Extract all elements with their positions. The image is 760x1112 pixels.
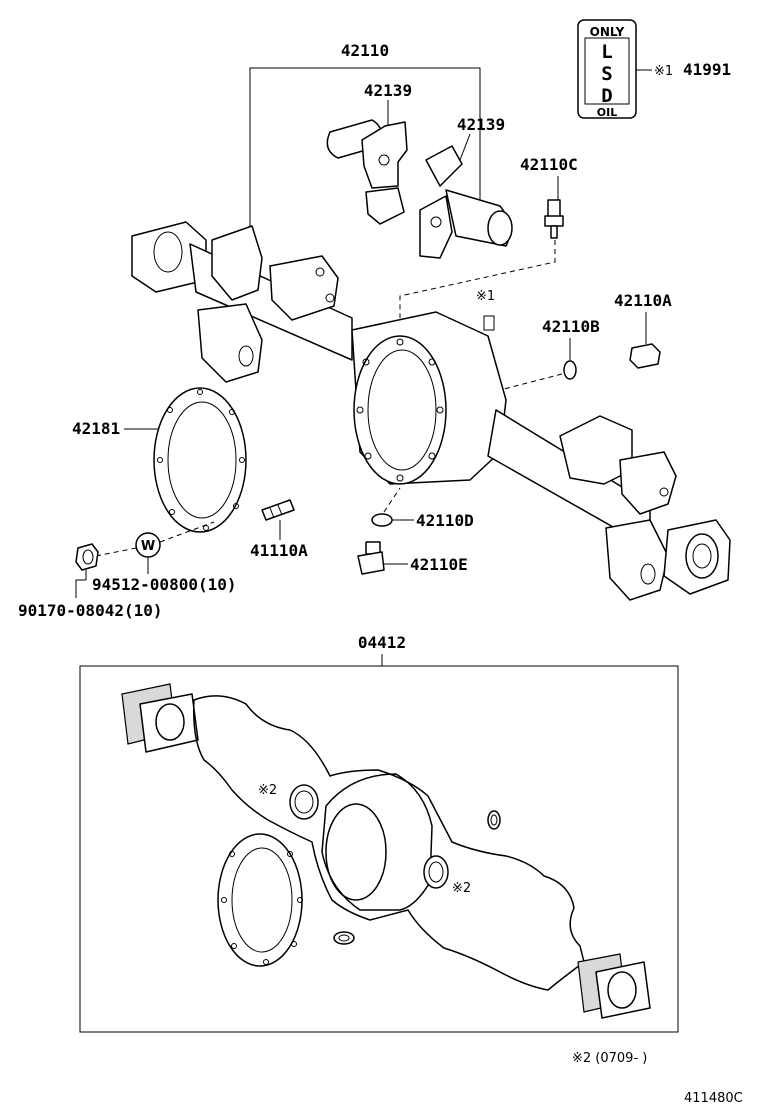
label-94512: 94512-00800(10)	[92, 575, 237, 594]
lsd-tag-letter-s: S	[601, 63, 612, 85]
label-41991: 41991	[683, 60, 731, 79]
label-42110D: 42110D	[416, 511, 474, 530]
gasket-42110D	[371, 513, 393, 527]
bracket-42139-right	[419, 145, 513, 259]
rear-axle-housing	[131, 221, 731, 601]
label-42110B: 42110B	[542, 317, 600, 336]
lsd-tag-letter-d: D	[601, 85, 612, 107]
note1-mark: ※1	[476, 289, 495, 304]
label-41110A: 41110A	[250, 541, 308, 560]
bracket-42139-left	[326, 119, 408, 225]
figure-code: 411480C	[684, 1091, 743, 1106]
gasket-kit-box	[79, 665, 679, 1033]
label-42139-b: 42139	[457, 115, 505, 134]
nut-90170	[75, 543, 99, 571]
note2-mark-a: ※2	[258, 783, 277, 798]
lsd-oil-tag: ONLY L S D OIL	[577, 19, 637, 119]
filler-plug-42110E	[357, 541, 385, 575]
gasket-kit-contents	[121, 683, 651, 1019]
gasket-42110B	[563, 360, 577, 380]
lsd-tag-bottom-text: OIL	[597, 106, 617, 119]
stud-bolt-41110A	[261, 499, 295, 521]
note2-mark-b: ※2	[452, 881, 471, 896]
label-42110A: 42110A	[614, 291, 672, 310]
drain-plug-42110A	[629, 343, 661, 369]
label-42110: 42110	[341, 41, 389, 60]
lsd-tag-letter-l: L	[601, 41, 612, 63]
cover-gasket-42181	[153, 387, 247, 533]
washer-94512: W	[135, 532, 161, 558]
washer-mark: W	[141, 539, 155, 554]
note1-small-mark: ※1	[654, 64, 673, 79]
footnote-note2: ※2 (0709- )	[572, 1051, 647, 1066]
lsd-tag-top-text: ONLY	[590, 25, 625, 39]
label-42110E: 42110E	[410, 555, 468, 574]
label-42181: 42181	[72, 419, 120, 438]
label-90170: 90170-08042(10)	[18, 601, 163, 620]
breather-plug-42110C	[544, 199, 564, 239]
label-04412: 04412	[358, 633, 406, 652]
label-42139-a: 42139	[364, 81, 412, 100]
label-42110C: 42110C	[520, 155, 578, 174]
